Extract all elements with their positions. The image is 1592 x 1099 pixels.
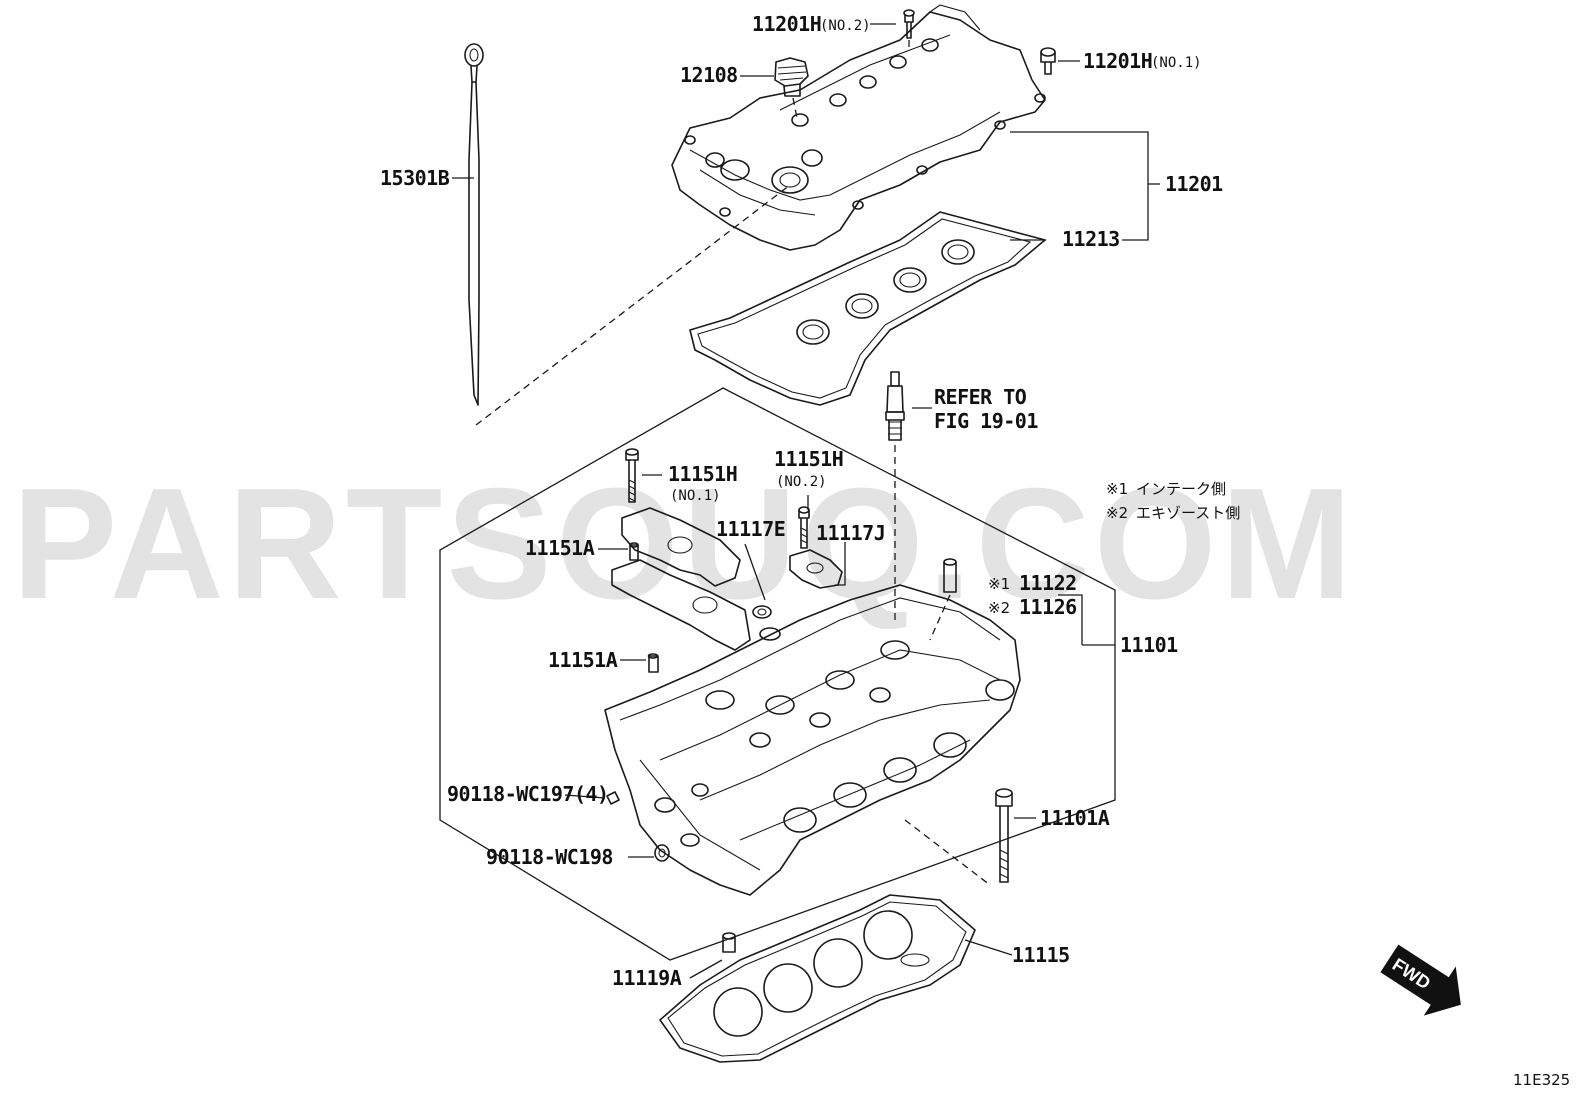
head-gasket-11115[interactable]	[659, 894, 976, 1063]
label-11115[interactable]: 11115	[1012, 943, 1070, 967]
part-labels: 11201H (NO.2) 11201H (NO.1) 12108 15301B…	[380, 12, 1570, 1089]
spark-plug[interactable]	[885, 371, 905, 441]
cylinder-head-11101[interactable]	[604, 584, 1021, 896]
dipstick-15301B[interactable]	[464, 43, 484, 406]
valve-guide-11122-11126[interactable]	[943, 558, 957, 593]
label-11201H-no1[interactable]: 11201H	[1083, 49, 1153, 73]
label-11122[interactable]: 11122	[1019, 571, 1077, 595]
fwd-arrow-icon: FWD	[1380, 944, 1461, 1016]
label-11101A[interactable]: 11101A	[1040, 806, 1110, 830]
note-1-mark: ※1	[1106, 480, 1128, 498]
label-90118-WC197[interactable]: 90118-WC197(4)	[447, 782, 609, 806]
plug-90118-WC197[interactable]	[606, 791, 620, 805]
label-11151H-no1-sub: (NO.1)	[670, 488, 721, 504]
bolt-11151H-no2[interactable]	[798, 506, 810, 549]
note-2-mark: ※2	[1106, 504, 1128, 522]
label-11101[interactable]: 11101	[1120, 633, 1179, 657]
knock-pin-11119A[interactable]	[722, 932, 736, 953]
label-11151H-no1[interactable]: 11151H	[668, 462, 738, 486]
cover-gasket-11213[interactable]	[689, 211, 1046, 406]
bolt-11201H-no2[interactable]	[903, 9, 915, 39]
label-11126[interactable]: 11126	[1019, 595, 1077, 619]
dowel-11151A-top[interactable]	[629, 542, 639, 561]
assembly-frame-11101	[439, 387, 1116, 961]
label-15301B[interactable]: 15301B	[380, 166, 450, 190]
bolt-11201H-no1[interactable]	[1040, 47, 1056, 75]
label-11119A[interactable]: 11119A	[612, 966, 682, 990]
label-11117E[interactable]: 11117E	[716, 517, 786, 541]
label-11201H-no1-sub: (NO.1)	[1151, 55, 1202, 71]
seal-ring-11117E[interactable]	[752, 605, 781, 641]
label-11213[interactable]: 11213	[1062, 227, 1120, 251]
label-11201[interactable]: 11201	[1165, 172, 1224, 196]
watermark: PARTSOUQ.COM	[12, 456, 1356, 632]
cylinder-head-cover-11201[interactable]	[671, 4, 1046, 251]
figure-code: 11E325	[1513, 1071, 1570, 1089]
refer-line-2[interactable]: FIG 19-01	[934, 409, 1039, 433]
dowel-11151A-mid[interactable]	[647, 653, 659, 673]
label-11151A-mid[interactable]: 11151A	[548, 648, 618, 672]
leader-lines	[452, 23, 1160, 979]
label-11151H-no2-sub: (NO.2)	[776, 474, 827, 490]
bolt-11151H-no1[interactable]	[625, 448, 639, 503]
oil-filler-cap-12108[interactable]	[774, 57, 809, 97]
label-90118-WC198[interactable]: 90118-WC198	[486, 845, 613, 869]
label-11201H-no2-sub: (NO.2)	[820, 18, 871, 34]
label-11122-mark: ※1	[988, 575, 1010, 593]
label-11117J[interactable]: 11117J	[816, 521, 886, 545]
label-11151A-top[interactable]: 11151A	[525, 536, 595, 560]
refer-line-1[interactable]: REFER TO	[934, 385, 1027, 409]
head-bolt-guide	[904, 819, 991, 886]
camshaft-bearing-cap-no1[interactable]	[611, 507, 751, 651]
head-bolt-11101A[interactable]	[995, 788, 1013, 883]
note-1-text: インテーク側	[1136, 480, 1226, 498]
valve-guide-guide	[929, 594, 951, 641]
label-11201H-no2[interactable]: 11201H	[752, 12, 822, 36]
dipstick-guide-line	[475, 184, 791, 426]
note-2-text: エキゾースト側	[1136, 504, 1240, 522]
label-11151H-no2[interactable]: 11151H	[774, 447, 844, 471]
cap-guide-line	[792, 97, 798, 119]
label-12108[interactable]: 12108	[680, 63, 738, 87]
label-11126-mark: ※2	[988, 599, 1010, 617]
plug-90118-WC198[interactable]	[654, 844, 670, 862]
